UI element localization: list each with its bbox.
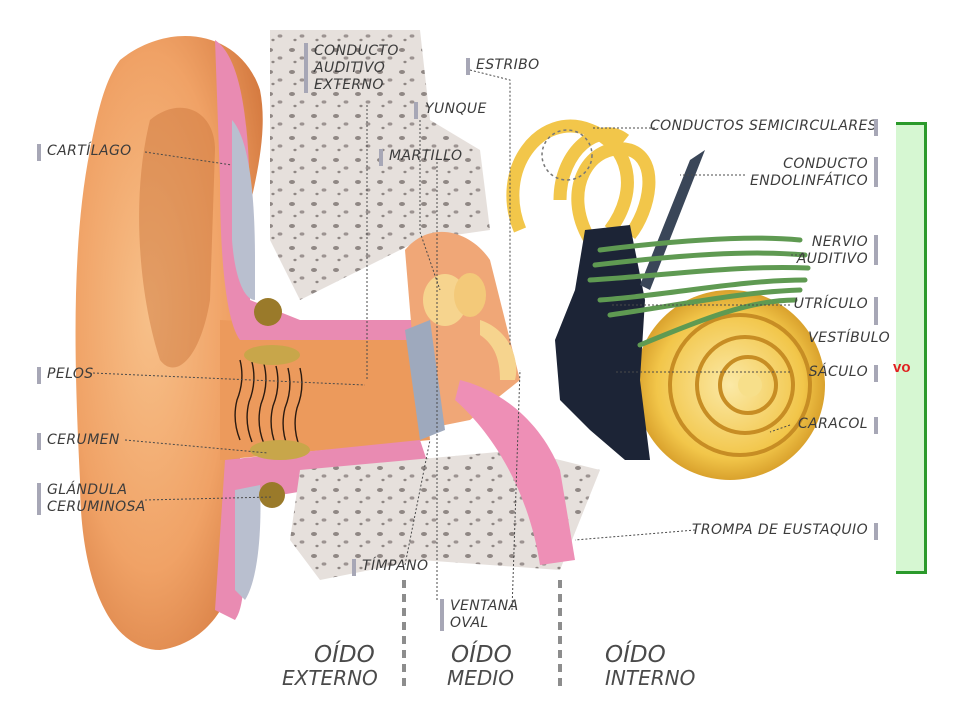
leader-lines — [92, 69, 805, 611]
label-timpano: Tímpano — [362, 558, 429, 574]
region-oido-externo: Oído externo — [282, 642, 378, 690]
label-tick — [874, 119, 878, 136]
label-caracol: Caracol — [797, 416, 868, 432]
label-pelos: Pelos — [47, 366, 94, 382]
vestibule — [555, 225, 650, 460]
auditory-nerve — [587, 235, 811, 348]
region-separator — [558, 580, 562, 690]
label-ventana-oval: Ventana oval — [450, 598, 519, 631]
label-tick — [874, 365, 878, 382]
label-vestibulo: Vestíbulo — [808, 330, 890, 346]
label-utriculo: Utrículo — [793, 296, 868, 312]
label-saculo: Sáculo — [808, 364, 868, 380]
region-separator — [402, 580, 406, 690]
label-tick — [874, 157, 878, 187]
region-oido-interno: Oído interno — [605, 642, 696, 690]
label-tick — [379, 149, 383, 166]
label-conducto-endolinfatico: Conducto endolinfático — [750, 156, 868, 189]
cochlea — [635, 290, 825, 480]
semicircular-canal-highlight-circle — [541, 129, 593, 181]
label-tick — [37, 144, 41, 161]
endolymphatic-duct — [640, 150, 705, 290]
side-text-fragment: vo — [893, 359, 911, 376]
label-cerumen: Cerumen — [47, 432, 120, 448]
label-tick — [466, 58, 470, 75]
label-glandula-ceruminosa: Glándula ceruminosa — [47, 482, 146, 515]
label-nervio-auditivo: Nervio auditivo — [796, 234, 868, 267]
label-tick — [874, 297, 878, 325]
label-tick — [414, 102, 418, 119]
label-tick — [440, 599, 444, 631]
label-tick — [37, 367, 41, 384]
label-estribo: Estribo — [476, 57, 540, 73]
label-tick — [37, 433, 41, 450]
ceruminous-glands — [244, 298, 310, 508]
label-tick — [37, 483, 41, 515]
label-tick — [874, 235, 878, 265]
label-martillo: Martillo — [389, 148, 463, 164]
label-yunque: Yunque — [425, 101, 487, 117]
label-tick — [352, 559, 356, 576]
label-tick — [304, 43, 308, 93]
highlight-bracket — [896, 122, 927, 574]
ear-canal-hairs — [234, 359, 303, 449]
label-trompa-de-eustaquio: Trompa de Eustaquio — [691, 522, 868, 538]
semicircular-canals — [506, 119, 656, 244]
label-cartilago: Cartílago — [47, 143, 132, 159]
middle-ear — [405, 231, 575, 565]
auricle — [75, 36, 263, 650]
label-tick — [874, 417, 878, 434]
region-oido-medio: Oído medio — [447, 642, 514, 690]
label-conducto-auditivo-externo: Conducto auditivo externo — [314, 43, 399, 93]
label-conductos-semicirculares: Conductos semicirculares — [650, 118, 878, 134]
label-tick — [874, 523, 878, 540]
